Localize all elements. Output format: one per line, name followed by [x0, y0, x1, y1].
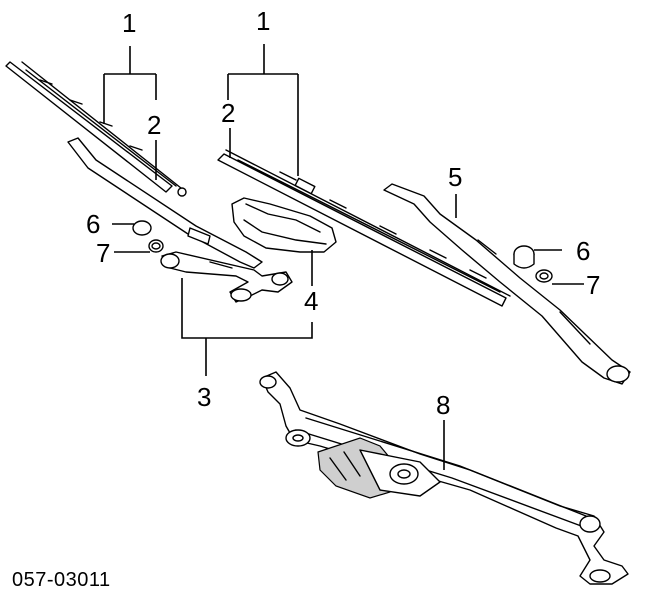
- left-wiper-blade: [5, 61, 187, 197]
- right-wiper-blade: [217, 149, 511, 307]
- callout-6-left: 6: [86, 209, 100, 239]
- diagram-code: 057-03011: [12, 569, 111, 591]
- arm-cover: [231, 197, 337, 253]
- callout-1-left: 1: [122, 8, 136, 38]
- left-cap-and-nut: [132, 220, 164, 253]
- callout-2-right: 2: [221, 98, 235, 128]
- callout-4: 4: [304, 286, 318, 316]
- wiper-linkage-and-motor: [259, 371, 629, 585]
- callout-8: 8: [436, 390, 450, 420]
- right-cap-and-nut: [513, 245, 553, 283]
- left-wiper-arm: [67, 137, 293, 303]
- callout-5: 5: [448, 162, 462, 192]
- callout-7-right: 7: [586, 270, 600, 300]
- right-wiper-arm: [383, 183, 631, 385]
- callout-3: 3: [197, 382, 211, 412]
- callout-6-right: 6: [576, 236, 590, 266]
- callout-7-left: 7: [96, 238, 110, 268]
- callout-2-left: 2: [147, 110, 161, 140]
- leader-lines: [103, 44, 584, 470]
- callout-1-right: 1: [256, 6, 270, 36]
